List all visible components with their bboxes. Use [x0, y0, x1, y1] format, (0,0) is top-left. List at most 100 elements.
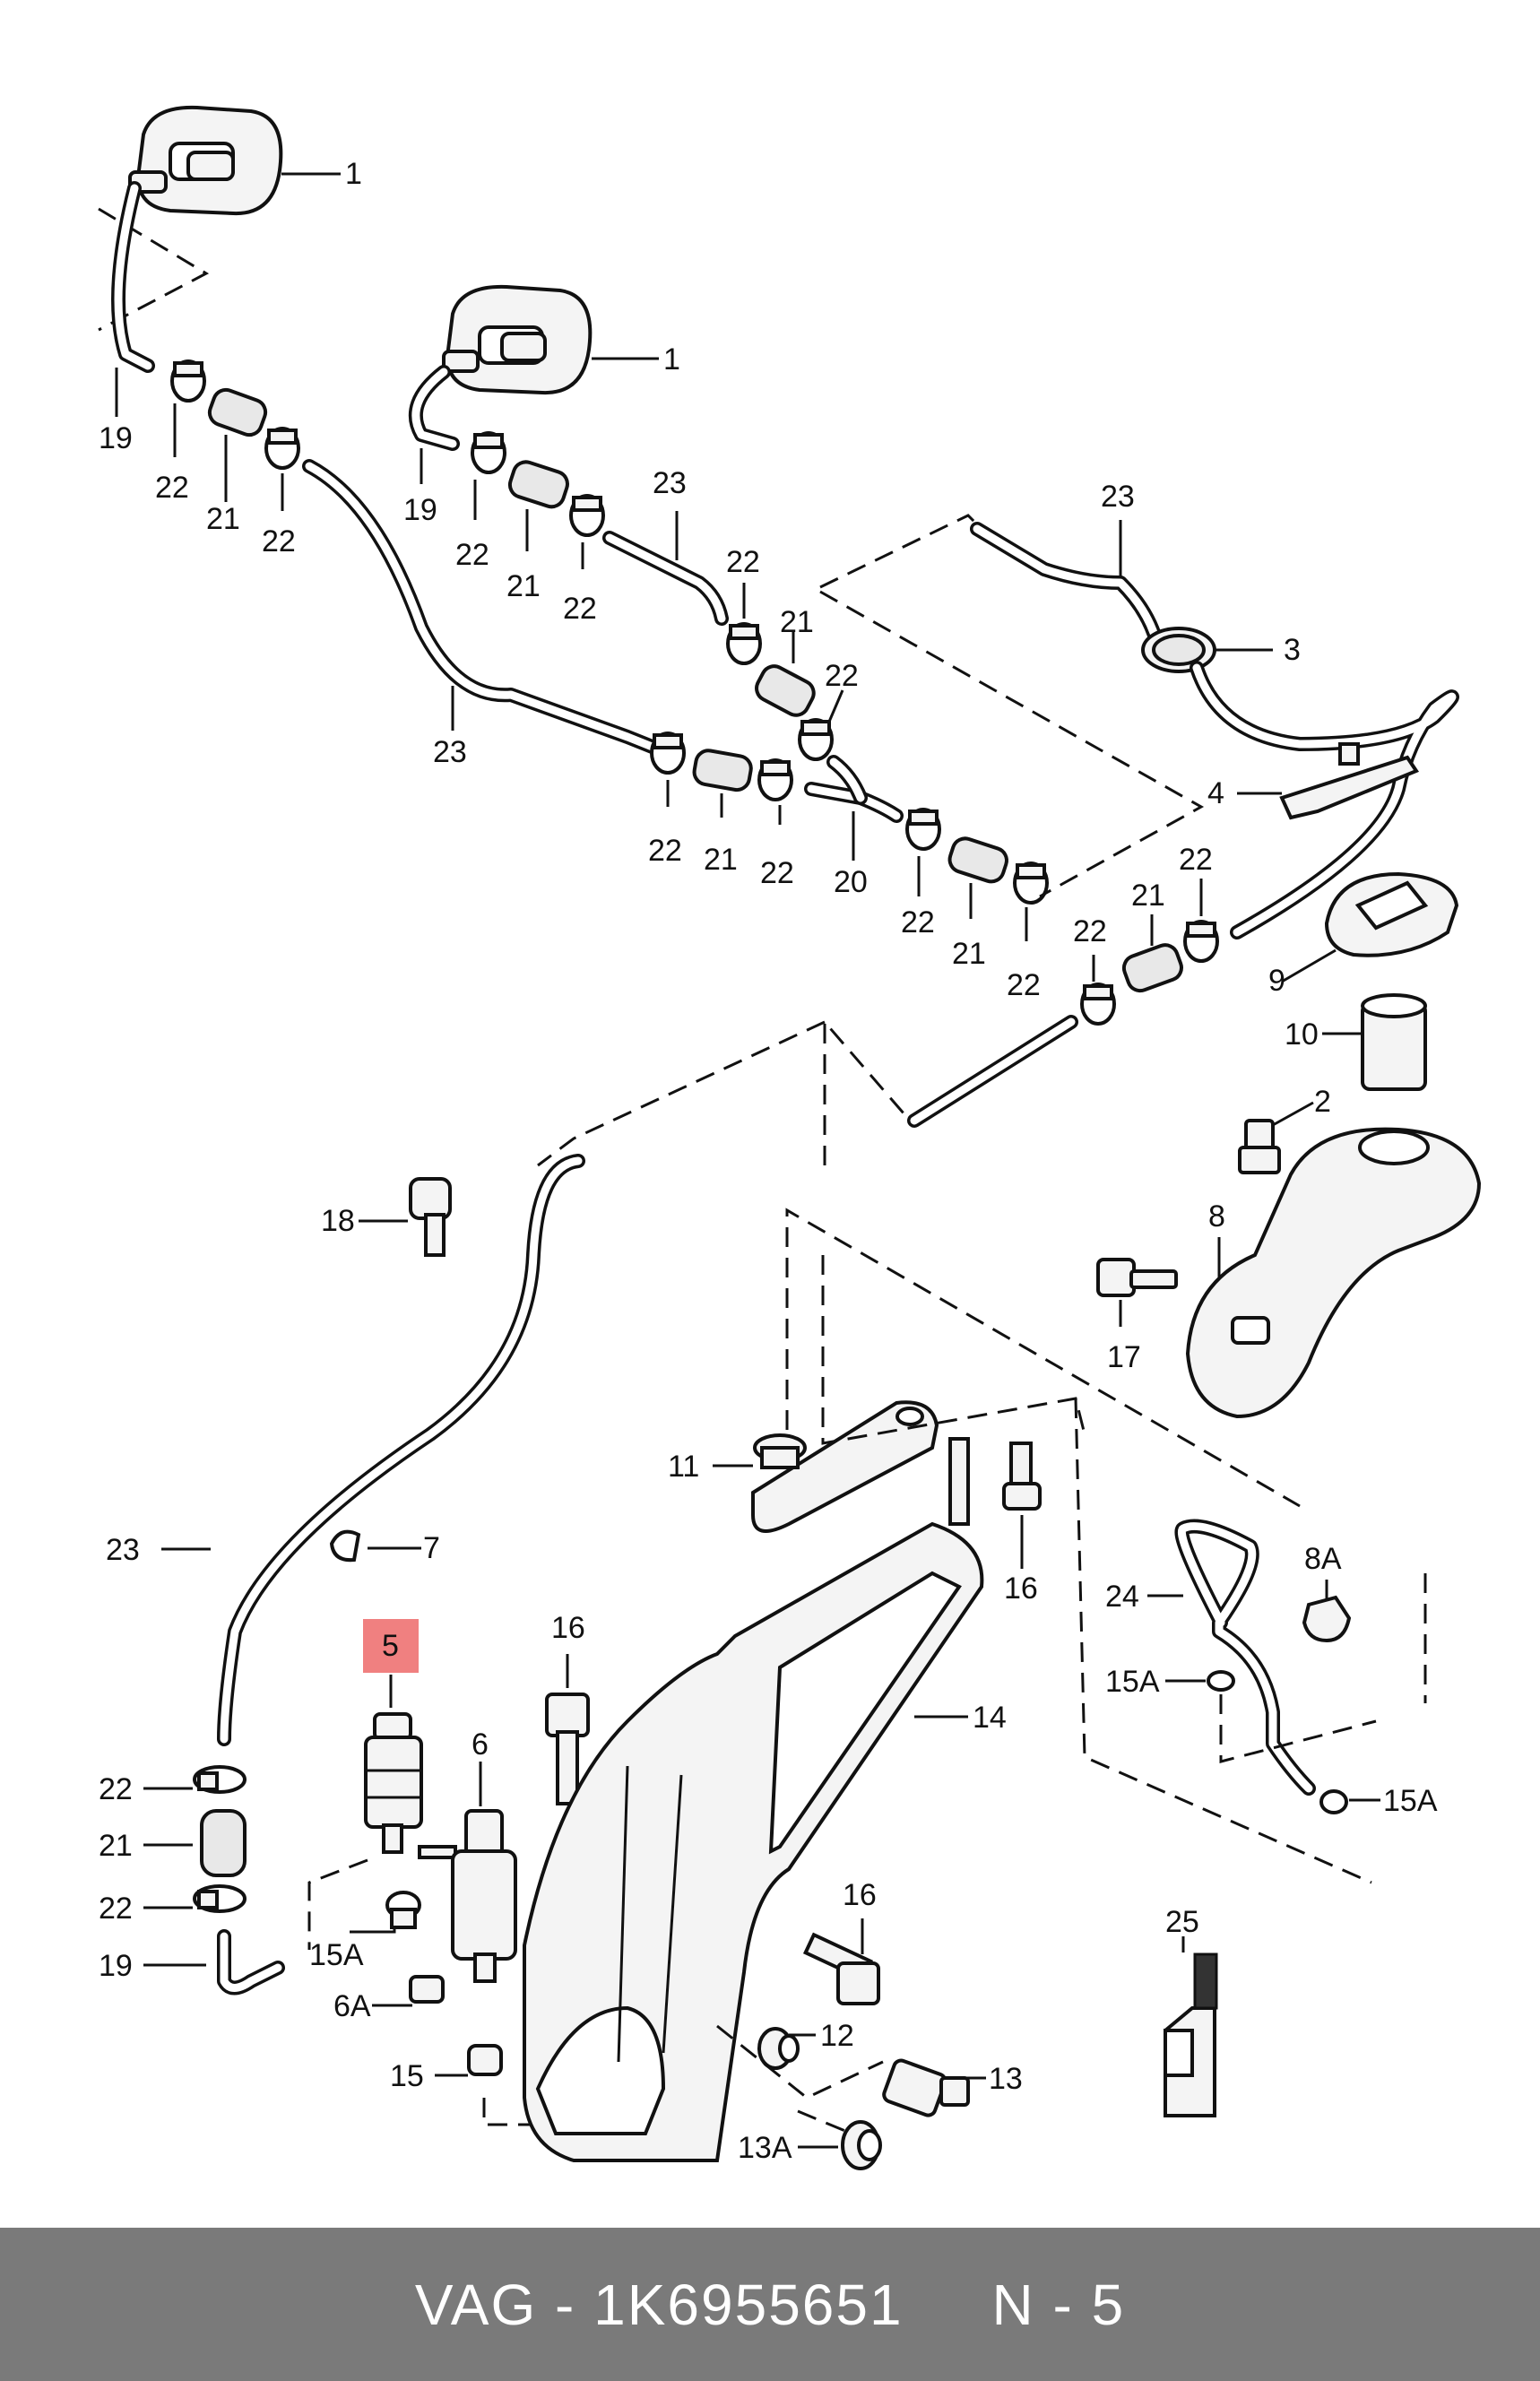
hose-clip-22-7	[650, 732, 686, 775]
label-19-1: 19	[99, 421, 133, 455]
label-8: 8	[1208, 1199, 1225, 1234]
grommet-11	[753, 1433, 807, 1469]
label-6a: 6A	[333, 1989, 371, 2023]
footer-text: VAG - 1K6955651 N - 5	[415, 2272, 1125, 2338]
label-25: 25	[1165, 1905, 1199, 1939]
grommet-8a	[1302, 1595, 1352, 1643]
hose-clip-18	[409, 1177, 452, 1257]
label-22-13: 22	[99, 1772, 133, 1806]
label-23-1: 23	[433, 735, 467, 769]
dashed-connector-8	[785, 1208, 1301, 1508]
dashed-connector-2	[819, 514, 979, 589]
filter-21-6	[1121, 943, 1183, 993]
hose-clip-22-14	[193, 1884, 247, 1913]
label-21-6: 21	[1131, 879, 1165, 913]
footer-brand: VAG	[414, 2272, 538, 2337]
hose-clip-22-12	[1080, 983, 1116, 1026]
bolt-16-2	[1002, 1442, 1042, 1511]
footer-part-number: 1K6955651	[593, 2272, 904, 2337]
highlight-5	[363, 1619, 419, 1673]
label-22-1: 22	[155, 471, 189, 505]
label-22-11: 22	[1179, 843, 1213, 877]
label-7: 7	[423, 1531, 440, 1565]
label-16-1: 16	[551, 1611, 585, 1645]
label-21-3: 21	[780, 605, 814, 639]
label-18: 18	[321, 1204, 355, 1238]
dashed-connector-9	[821, 1255, 1086, 1445]
hose-clip-22-2	[264, 427, 300, 470]
label-14: 14	[973, 1701, 1007, 1735]
label-1b: 1	[663, 342, 680, 377]
label-5: 5	[382, 1629, 399, 1663]
label-6: 6	[472, 1727, 489, 1762]
reservoir-top-8	[1185, 1127, 1482, 1419]
bolt-17	[1096, 1258, 1178, 1297]
dashed-connector-3	[819, 590, 1205, 898]
filter-21-4	[692, 749, 753, 792]
label-4: 4	[1207, 776, 1224, 810]
dashed-connector-11	[797, 2109, 852, 2135]
label-22-5: 22	[726, 545, 760, 579]
label-22-6: 22	[825, 659, 859, 693]
washer-nozzle-1	[128, 105, 283, 216]
label-22-10: 22	[1007, 968, 1041, 1002]
label-22-12: 22	[1073, 914, 1107, 948]
label-13a: 13A	[738, 2131, 792, 2165]
grommet-15	[467, 2044, 503, 2076]
parts-diagram: 1 1 19 22 21 22 23 19 22	[98, 105, 1482, 2170]
label-10: 10	[1285, 1017, 1319, 1052]
hose-clip-22-1	[170, 359, 206, 403]
t-connector-20	[804, 755, 904, 823]
filter-21-2	[507, 460, 569, 509]
hose-clip-22-11	[1183, 920, 1219, 963]
label-21-5: 21	[952, 937, 986, 971]
grommet-12	[757, 2027, 800, 2070]
nut-2	[1238, 1119, 1281, 1174]
label-19-2: 19	[403, 493, 437, 527]
label-22-8: 22	[760, 856, 794, 890]
level-sender-13	[882, 2058, 970, 2117]
label-23-4: 23	[106, 1533, 140, 1567]
label-22-7: 22	[648, 834, 682, 868]
label-11: 11	[668, 1450, 699, 1484]
bracket-4	[1279, 742, 1420, 820]
footer-separator: -	[537, 2272, 594, 2337]
hose-clip-22-10	[1013, 861, 1049, 905]
filter-21-1	[207, 387, 268, 437]
label-17: 17	[1107, 1340, 1141, 1374]
label-15: 15	[390, 2059, 424, 2093]
hose-clip-22-13	[193, 1765, 247, 1794]
label-23-2: 23	[653, 466, 687, 500]
label-22-4: 22	[563, 592, 597, 626]
bolt-16-3	[802, 1932, 880, 2005]
reservoir-14	[523, 1521, 984, 2162]
grommet-13a	[841, 2120, 882, 2170]
dashed-connector-4	[823, 1017, 912, 1165]
label-2: 2	[1314, 1085, 1331, 1119]
label-13: 13	[989, 2062, 1023, 2096]
label-20: 20	[834, 865, 868, 899]
label-19-3: 19	[99, 1949, 133, 1983]
hose-clip-22-6	[798, 718, 834, 761]
label-23-3: 23	[1101, 480, 1135, 514]
label-22-2: 22	[262, 524, 296, 558]
label-21-2: 21	[506, 569, 541, 603]
bolt-16-1	[545, 1693, 590, 1805]
dashed-connector-14	[1219, 1694, 1377, 1763]
label-8a: 8A	[1304, 1542, 1342, 1576]
dashed-connector-5	[537, 1020, 826, 1167]
washer-nozzle-1b	[442, 284, 593, 395]
dashed-connector-1	[98, 207, 210, 332]
hose-clip-22-3	[471, 431, 506, 474]
label-16-3: 16	[843, 1878, 877, 1912]
washer-pump-6	[451, 1809, 517, 1983]
fluid-bottle-25	[1164, 1952, 1218, 2117]
dashed-connector-10	[716, 2024, 884, 2100]
dashed-connector-12	[1074, 1398, 1372, 1884]
label-21-4: 21	[704, 843, 738, 877]
label-9: 9	[1268, 964, 1285, 998]
clip-7	[329, 1529, 361, 1563]
dashed-connector-7	[482, 2098, 619, 2126]
label-22-14: 22	[99, 1892, 133, 1926]
label-15a-2: 15A	[1105, 1665, 1160, 1699]
